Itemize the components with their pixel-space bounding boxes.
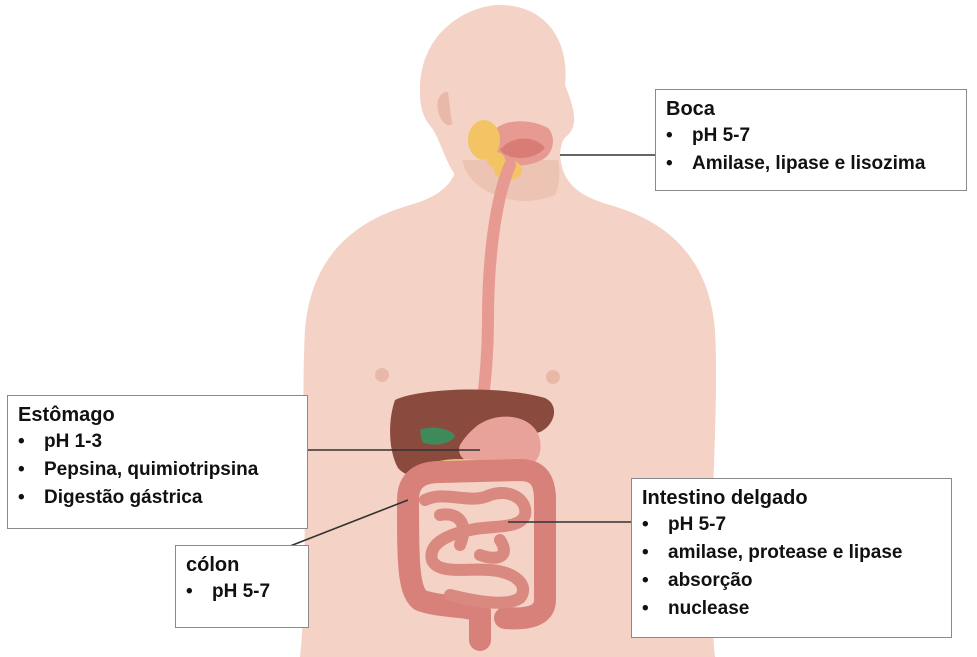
label-box-boca: Boca pH 5-7 Amilase, lipase e lisozima	[655, 89, 967, 191]
label-item: Pepsina, quimiotripsina	[18, 456, 297, 484]
left-nipple	[375, 368, 389, 382]
label-list-intestino: pH 5-7 amilase, protease e lipase absorç…	[642, 511, 941, 623]
label-item: pH 5-7	[666, 122, 956, 150]
label-item: pH 5-7	[186, 578, 298, 606]
label-item: Amilase, lipase e lisozima	[666, 150, 956, 178]
label-title-intestino: Intestino delgado	[642, 485, 941, 511]
label-box-colon: cólon pH 5-7	[175, 545, 309, 628]
label-item: pH 5-7	[642, 511, 941, 539]
label-item: pH 1-3	[18, 428, 297, 456]
label-list-boca: pH 5-7 Amilase, lipase e lisozima	[666, 122, 956, 178]
label-title-boca: Boca	[666, 96, 956, 122]
sublingual-gland	[487, 152, 505, 168]
label-title-estomago: Estômago	[18, 402, 297, 428]
label-item: nuclease	[642, 595, 941, 623]
label-item: amilase, protease e lipase	[642, 539, 941, 567]
label-list-estomago: pH 1-3 Pepsina, quimiotripsina Digestão …	[18, 428, 297, 512]
label-item: absorção	[642, 567, 941, 595]
label-title-colon: cólon	[186, 552, 298, 578]
label-box-intestino: Intestino delgado pH 5-7 amilase, protea…	[631, 478, 952, 638]
label-list-colon: pH 5-7	[186, 578, 298, 606]
right-nipple	[546, 370, 560, 384]
label-box-estomago: Estômago pH 1-3 Pepsina, quimiotripsina …	[7, 395, 308, 529]
label-item: Digestão gástrica	[18, 484, 297, 512]
